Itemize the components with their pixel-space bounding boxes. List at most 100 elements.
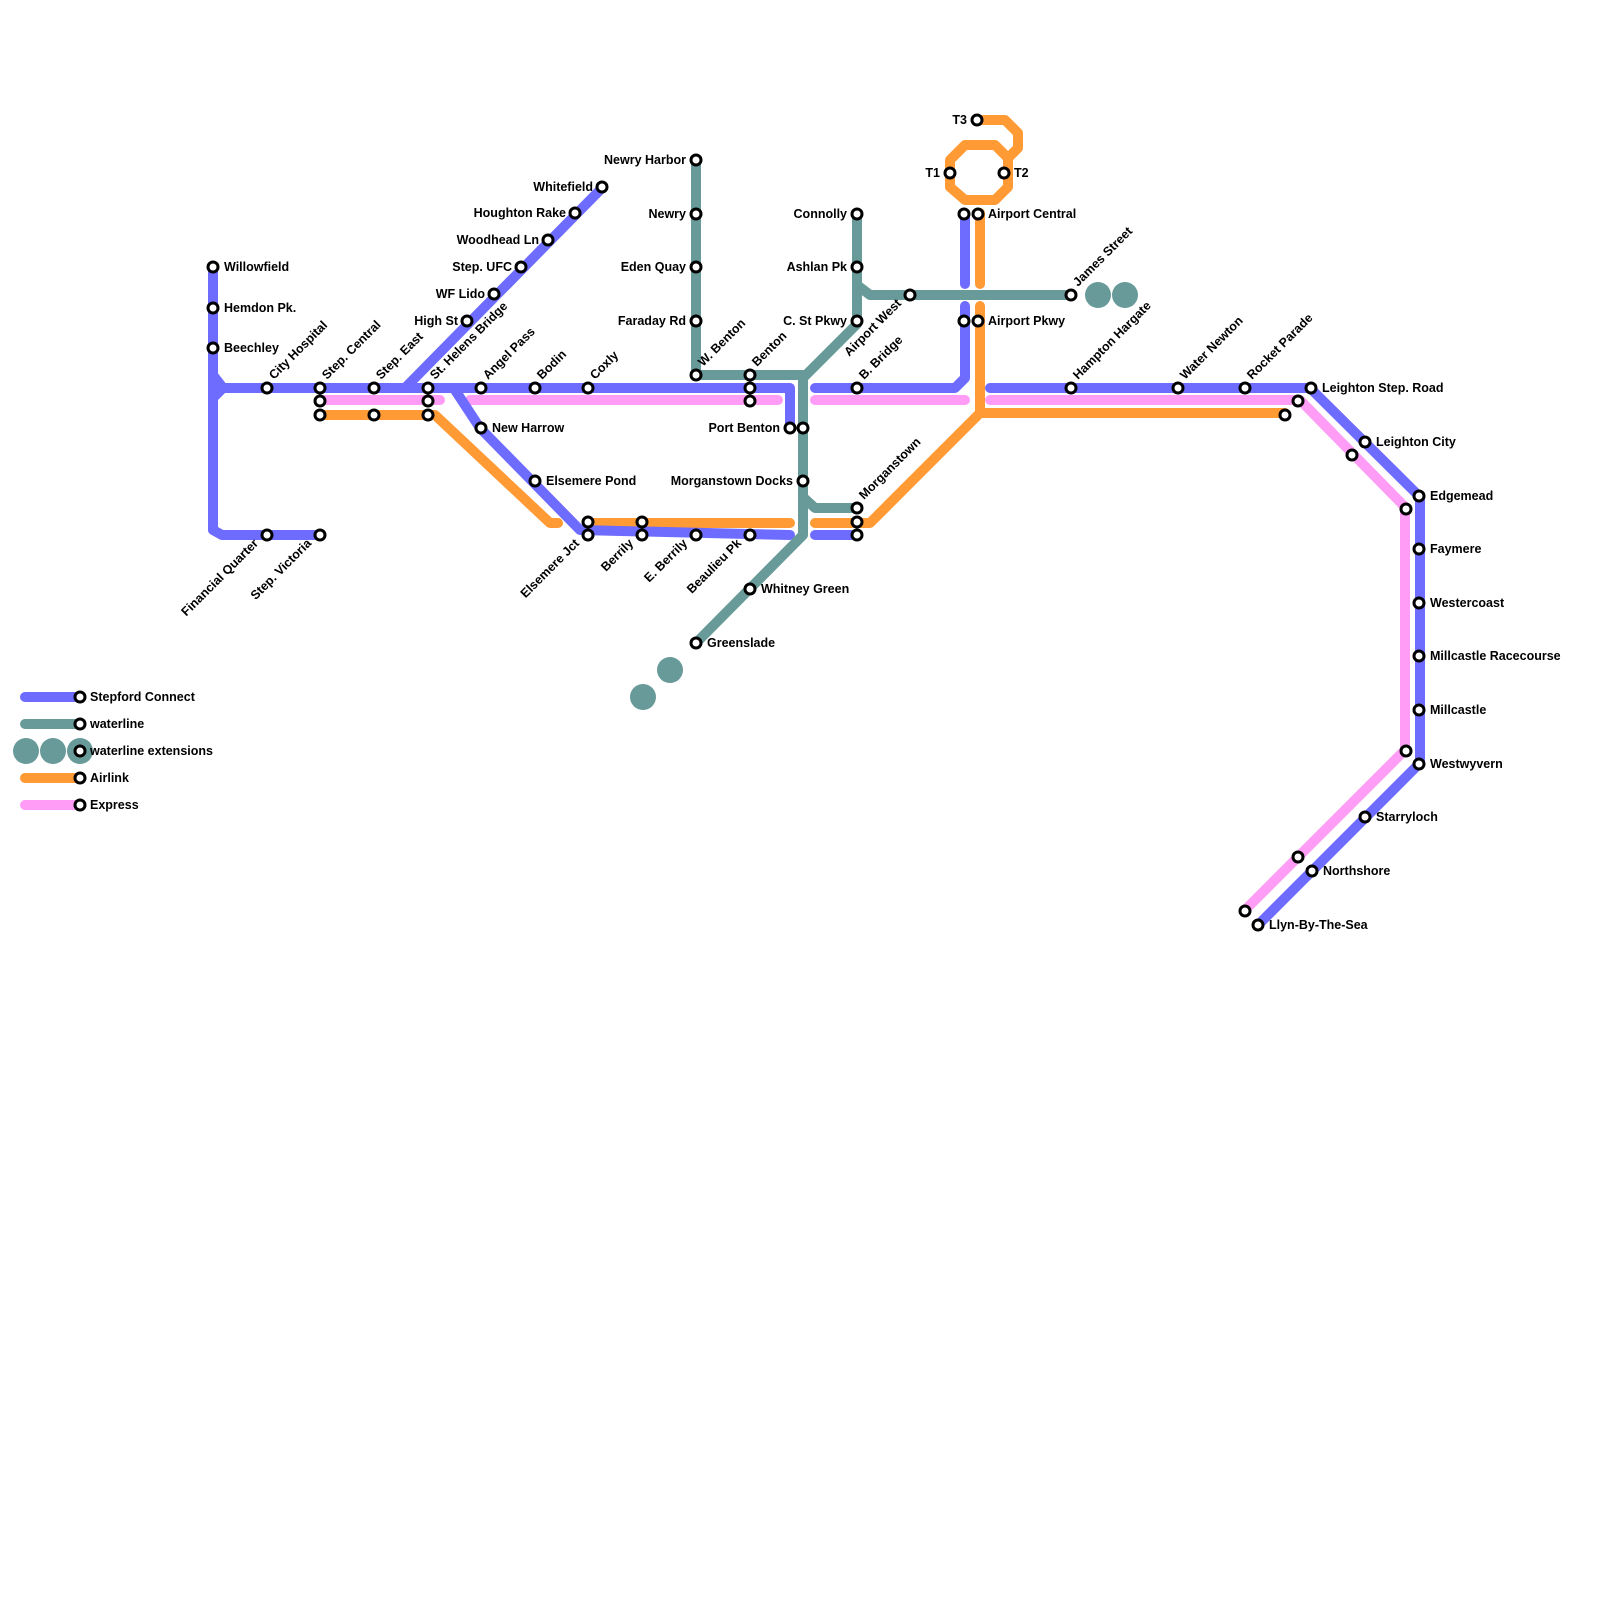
station-label: WF Lido [436,287,486,301]
station-angel-pass[interactable]: Angel Pass [474,325,538,395]
station-t2[interactable]: T2 [997,166,1029,180]
station-label: Eden Quay [621,260,686,274]
station-newry[interactable]: Newry [648,207,703,221]
station-wf-lido[interactable]: WF Lido [436,287,501,301]
station-label: Ashlan Pk [787,260,847,274]
station-e-berrily[interactable]: E. Berrily [641,528,703,585]
station-millcastle-racecourse[interactable]: Millcastle Racecourse [1412,649,1561,663]
station-label: Willowfield [224,260,289,274]
station-financial-quarter[interactable]: Financial Quarter [179,528,274,619]
station-c-st-pkwy[interactable]: C. St Pkwy [783,314,864,328]
station-step-ufc[interactable]: Step. UFC [452,260,528,274]
station-new-harrow[interactable]: New Harrow [474,421,565,435]
station-label: Berrily [598,536,636,574]
station-port-benton[interactable]: Port Benton [708,421,810,435]
station-label: Faymere [1430,542,1481,556]
station-westercoast[interactable]: Westercoast [1412,596,1505,610]
station-label: Newry [648,207,686,221]
station-airport-pkwy[interactable]: Airport Pkwy [957,314,1065,328]
station-label: Whitefield [533,180,593,194]
legend-item-airlink: Airlink [20,771,129,785]
station-faraday-rd[interactable]: Faraday Rd [618,314,703,328]
station-t1[interactable]: T1 [925,166,957,180]
station-northshore[interactable]: Northshore [1291,850,1390,878]
station-label: Woodhead Ln [457,233,539,247]
station-label: Step. UFC [452,260,512,274]
station-label: Leighton Step. Road [1322,381,1444,395]
station-airport-central[interactable]: Airport Central [957,207,1076,221]
waterline-extensions [630,282,1138,710]
station-label: Beechley [224,341,279,355]
station-llyn-by-the-sea[interactable]: Llyn-By-The-Sea [1238,904,1369,932]
station-label: Leighton City [1376,435,1456,449]
station-eden-quay[interactable]: Eden Quay [621,260,703,274]
station-label: T3 [952,113,967,127]
station-whitney-green[interactable]: Whitney Green [743,582,849,596]
legend-item-stepford: Stepford Connect [20,690,196,704]
station-label: C. St Pkwy [783,314,847,328]
station-water-newton[interactable]: Water Newton [1171,314,1246,395]
station-label: Hampton Hargate [1070,299,1154,383]
station-greenslade[interactable]: Greenslade [689,636,775,650]
station-label: Benton [749,329,789,369]
station-faymere[interactable]: Faymere [1412,542,1481,556]
station-label: Westercoast [1430,596,1505,610]
station-newry-harbor[interactable]: Newry Harbor [604,153,703,167]
station-label: T1 [925,166,940,180]
station-label: James Street [1070,224,1136,290]
station-high-st[interactable]: High St [414,314,474,328]
station-morganstown[interactable]: Morganstown [850,435,924,542]
station-label: Elsemere Jct [518,536,583,601]
station-step-victoria[interactable]: Step. Victoria [248,528,327,602]
station-millcastle[interactable]: Millcastle [1412,703,1486,717]
legend-item-express: Express [20,798,139,812]
legend-label-airlink: Airlink [90,771,129,785]
station-label: New Harrow [492,421,565,435]
station-leighton-step-road[interactable]: Leighton Step. Road [1291,381,1444,408]
station-hemdon[interactable]: Hemdon Pk. [206,301,296,315]
legend-item-waterline: waterline [20,717,144,731]
station-label: Edgemead [1430,489,1493,503]
station-westwyvern[interactable]: Westwyvern [1399,744,1503,771]
station-label: Coxly [587,348,621,382]
legend-label-waterline-extensions: waterline extensions [89,744,213,758]
station-label: Millcastle Racecourse [1430,649,1561,663]
station-t3[interactable]: T3 [952,113,984,127]
station-label: Hemdon Pk. [224,301,296,315]
station-label: T2 [1014,166,1029,180]
station-beechley[interactable]: Beechley [206,341,279,355]
station-label: Westwyvern [1430,757,1503,771]
station-starryloch[interactable]: Starryloch [1358,810,1438,824]
station-connolly[interactable]: Connolly [794,207,864,221]
station-label: Elsemere Pond [546,474,636,488]
station-label: Newry Harbor [604,153,686,167]
station-label: Faraday Rd [618,314,686,328]
legend-label-stepford: Stepford Connect [90,690,196,704]
station-label: High St [414,314,459,328]
station-elsemere-pond[interactable]: Elsemere Pond [528,474,636,488]
station-label: Angel Pass [480,325,538,383]
station-whitefield[interactable]: Whitefield [533,180,609,194]
station-label: Millcastle [1430,703,1486,717]
station-label: Northshore [1323,864,1390,878]
station-leighton-city[interactable]: Leighton City [1345,435,1456,462]
station-label: Beaulieu Pk [684,536,744,596]
station-label: Connolly [794,207,848,221]
station-label: Starryloch [1376,810,1438,824]
station-houghton-rake[interactable]: Houghton Rake [474,206,582,220]
legend: Stepford Connect waterline waterline ext… [13,690,213,812]
station-woodhead-ln[interactable]: Woodhead Ln [457,233,555,247]
station-label: W. Benton [695,316,748,369]
station-morganstown-docks[interactable]: Morganstown Docks [671,474,810,488]
station-benton[interactable]: Benton [743,329,790,408]
station-edgemead[interactable]: Edgemead [1399,489,1493,516]
legend-label-express: Express [90,798,139,812]
station-label: Morganstown [856,435,923,502]
station-hampton-hargate[interactable]: Hampton Hargate [1064,299,1154,395]
station-ashlan-pk[interactable]: Ashlan Pk [787,260,864,274]
station-willowfield[interactable]: Willowfield [206,260,289,274]
station-label: Llyn-By-The-Sea [1269,918,1369,932]
station-label: Port Benton [708,421,780,435]
express-line [315,395,1410,915]
